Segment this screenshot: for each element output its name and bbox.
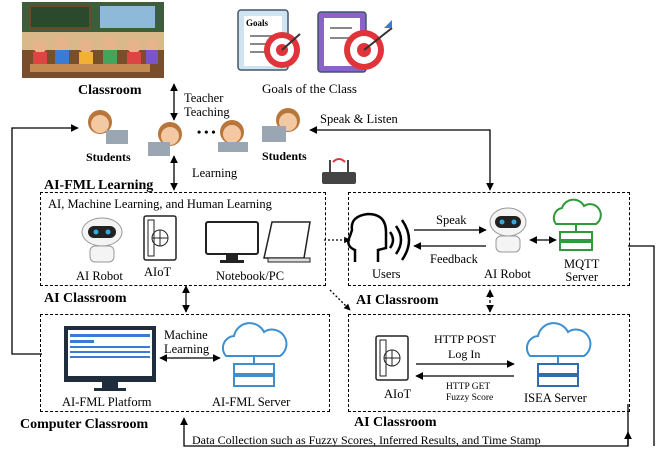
ai-fml-server-label: AI-FML Server xyxy=(212,395,291,409)
aiot-board-right-icon xyxy=(375,335,409,381)
fuzzy-score-label: Fuzzy Score xyxy=(446,393,494,403)
goals-clipboard-icon xyxy=(237,9,301,71)
ai-robot-icon xyxy=(81,217,123,263)
student-icon-4 xyxy=(262,108,300,142)
goals-sign: Goals xyxy=(246,18,269,28)
student-icon-2 xyxy=(148,122,182,156)
mqtt-server-label: MQTT Server xyxy=(564,257,600,284)
ai-fml-learning-box xyxy=(40,192,326,286)
data-collection-label: Data Collection such as Fuzzy Scores, In… xyxy=(192,433,541,447)
ai-classroom-lower-right-label: AI Classroom xyxy=(354,415,437,430)
platform-screen-icon xyxy=(64,326,156,391)
http-post-label: HTTP POST xyxy=(434,332,496,346)
http-get-label: HTTP GET xyxy=(446,382,491,392)
classroom-label: Classroom xyxy=(78,83,142,98)
aiot-board-icon xyxy=(143,215,177,261)
ai-classroom-upper-right-label: AI Classroom xyxy=(356,293,439,308)
tablet-icon xyxy=(263,221,311,263)
users-label: Users xyxy=(372,267,401,281)
monitor-icon xyxy=(205,221,259,263)
student-icon-3 xyxy=(218,120,248,152)
goals-target-icon xyxy=(317,11,393,73)
user-head-icon xyxy=(347,212,411,262)
ai-robot-right-label: AI Robot xyxy=(484,267,531,281)
computer-classroom-box xyxy=(40,314,330,412)
login-label: Log In xyxy=(448,347,481,361)
goals-label: Goals of the Class xyxy=(262,81,357,96)
aiot-label: AIoT xyxy=(144,265,172,279)
machine-learning-label: Machine Learning xyxy=(164,328,210,356)
ai-fml-platform-label: AI-FML Platform xyxy=(62,395,152,409)
ai-classroom-left-label: AI Classroom xyxy=(44,291,127,306)
students-right-label: Students xyxy=(262,149,307,163)
speak-label: Speak xyxy=(436,213,467,227)
connectors xyxy=(11,83,655,447)
notebook-pc-label: Notebook/PC xyxy=(216,269,285,283)
ai-fml-learning-title: AI-FML Learning xyxy=(44,178,154,193)
isea-server-label: ISEA Server xyxy=(524,391,587,405)
students-left-label: Students xyxy=(86,150,131,164)
teacher-teaching-label: Teacher Teaching xyxy=(184,91,230,119)
dots-label: • • • xyxy=(197,125,216,139)
feedback-label: Feedback xyxy=(430,252,478,266)
learning-label: Learning xyxy=(192,166,238,180)
computer-classroom-label: Computer Classroom xyxy=(20,417,149,432)
speak-listen-label: Speak & Listen xyxy=(320,112,398,126)
student-icon-1 xyxy=(88,110,128,144)
ai-classroom-lower-right-box xyxy=(348,314,630,412)
ai-classroom-upper-right-box xyxy=(348,192,630,286)
aifml-server-icon xyxy=(221,322,288,387)
isea-server-icon xyxy=(525,322,592,387)
classroom-photo xyxy=(22,2,164,78)
ai-robot-label: AI Robot xyxy=(76,269,123,283)
ai-robot-right-icon xyxy=(489,207,527,253)
ai-ml-human-subtitle: AI, Machine Learning, and Human Learning xyxy=(48,197,272,211)
mqtt-server-icon xyxy=(552,198,602,251)
aiot-right-label: AIoT xyxy=(384,387,412,401)
router-icon xyxy=(322,158,356,184)
